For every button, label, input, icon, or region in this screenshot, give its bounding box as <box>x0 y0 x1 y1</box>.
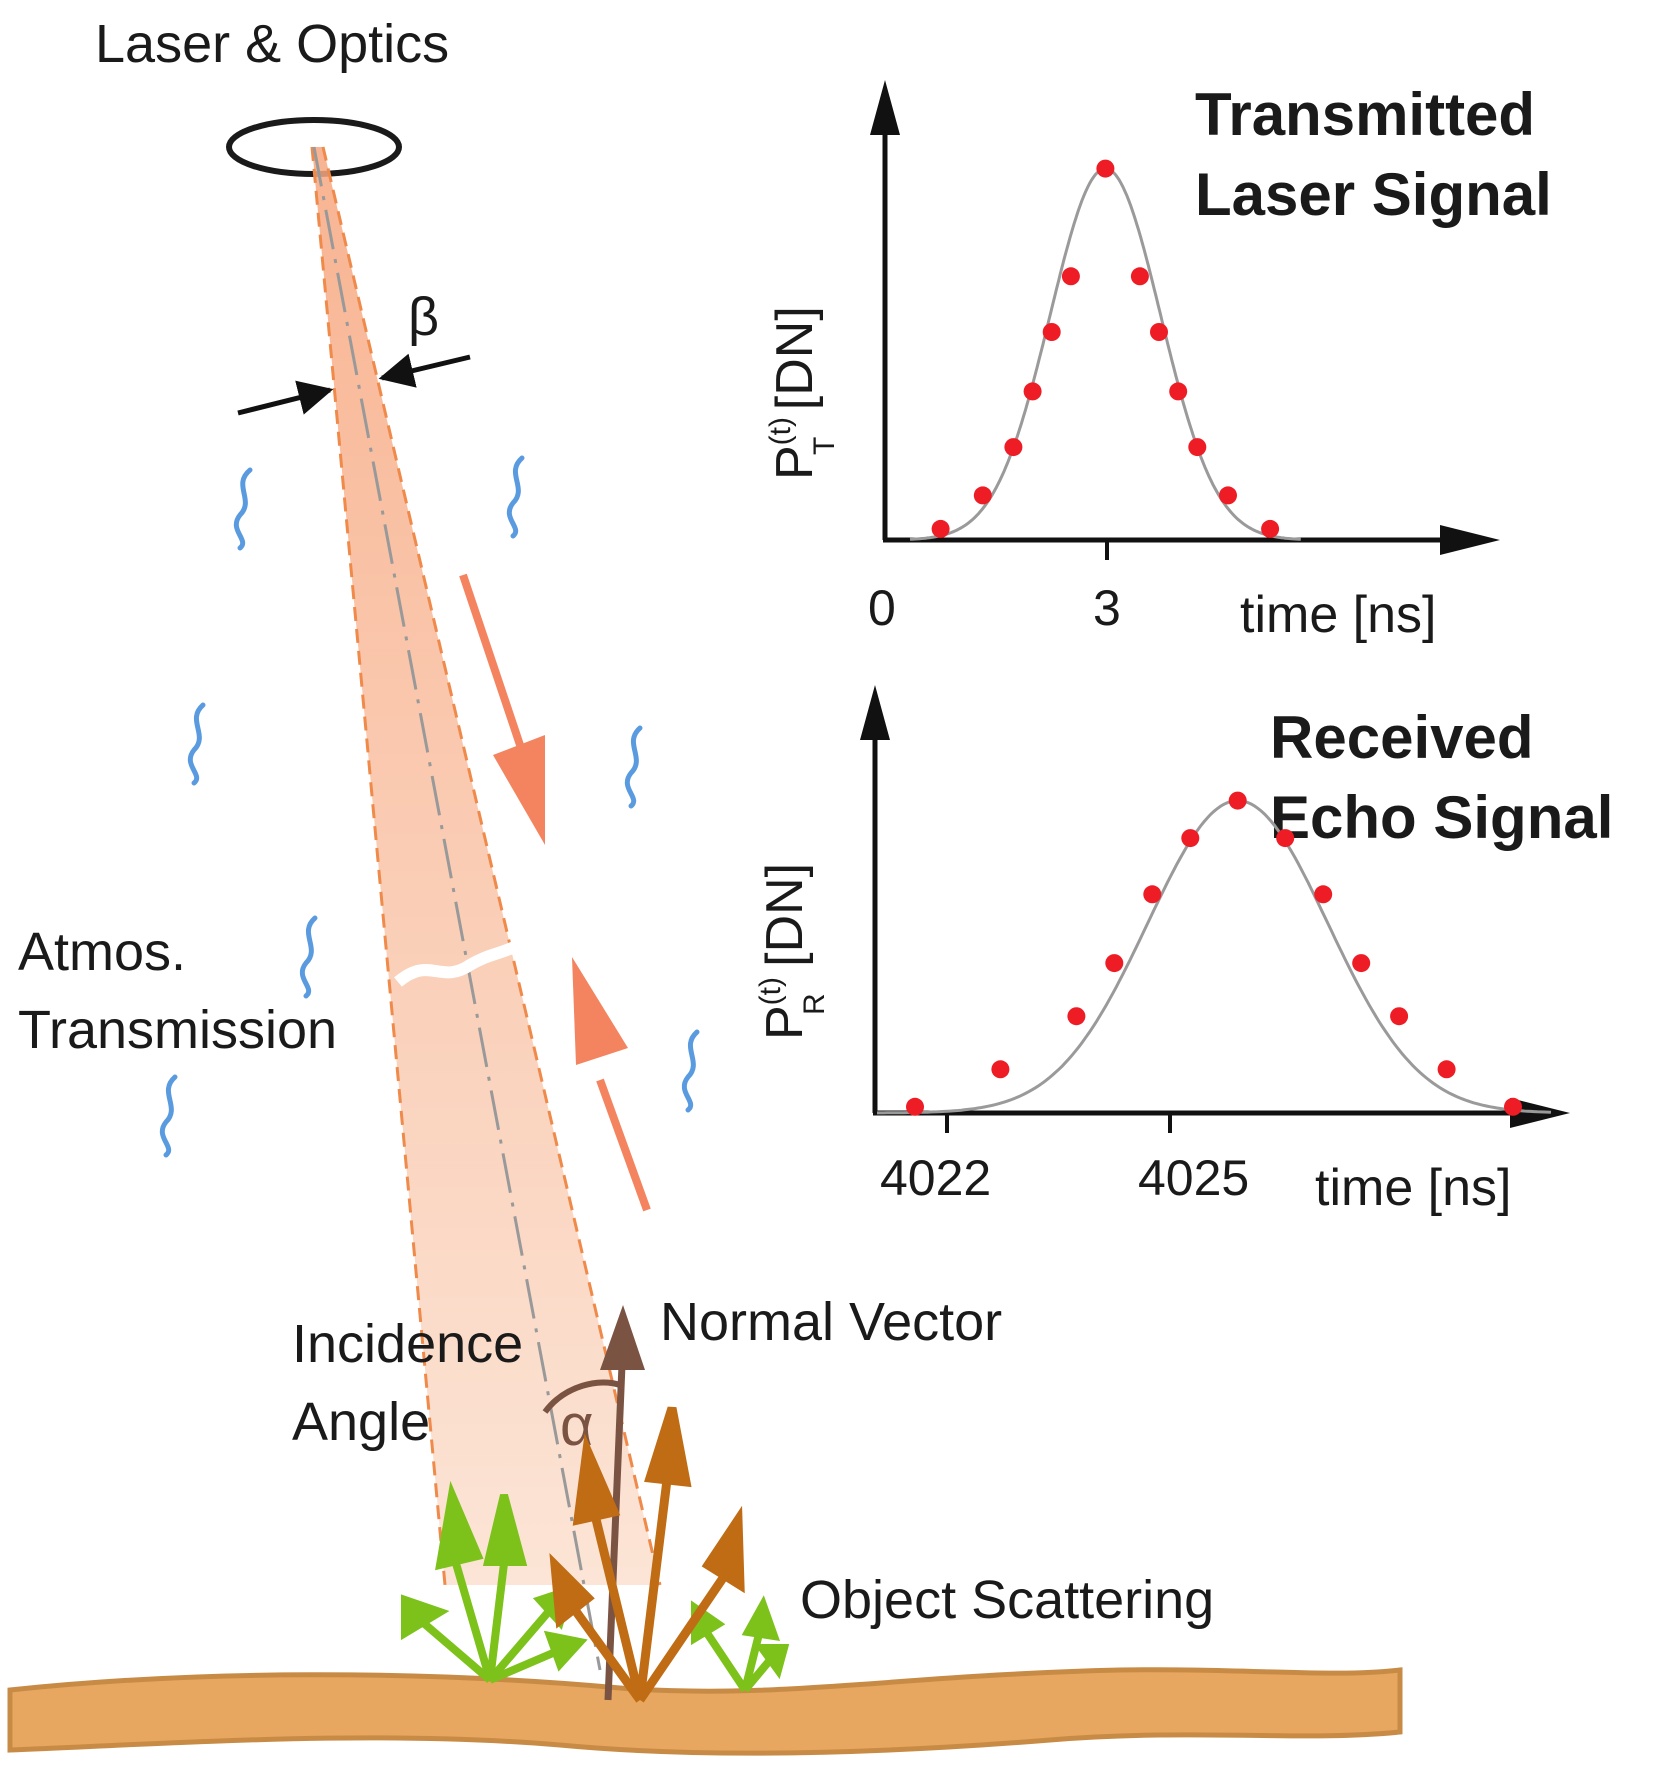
chart-title-line1: Transmitted <box>1195 81 1535 148</box>
x-axis-label: time [ns] <box>1240 586 1437 644</box>
chart-title-line1: Received <box>1270 704 1534 771</box>
data-point <box>1219 486 1237 505</box>
data-point <box>906 1097 924 1116</box>
beta-arrow-left <box>237 380 334 416</box>
data-point <box>1188 438 1207 457</box>
atmos-label-line1: Atmos. <box>18 922 186 982</box>
atmos-break <box>394 930 535 987</box>
chart-title-line2: Echo Signal <box>1270 784 1613 851</box>
turbulence-icon <box>233 467 253 551</box>
data-point <box>1352 954 1371 973</box>
x-tick-label-0: 4022 <box>880 1150 991 1206</box>
turbulence-icon <box>624 725 643 809</box>
data-point <box>1437 1060 1456 1079</box>
data-point <box>1276 829 1295 848</box>
x-tick-label-1: 4025 <box>1138 1150 1249 1206</box>
data-point <box>1042 323 1061 341</box>
data-point <box>1314 885 1333 904</box>
x-axis-label: time [ns] <box>1315 1159 1512 1217</box>
data-point <box>1067 1007 1086 1026</box>
turbulence-icon <box>506 455 525 539</box>
transmitted-signal-chart: Transmitted Laser Signal time [ns] 0 3 P… <box>764 80 1552 644</box>
data-point <box>1504 1097 1522 1116</box>
data-point <box>1143 885 1162 904</box>
data-point <box>1261 519 1280 538</box>
x-tick-label-1: 3 <box>1093 580 1121 636</box>
laser-beam <box>312 147 660 1585</box>
turbulence-icon <box>187 702 206 786</box>
turbulence-icons <box>159 455 700 1158</box>
data-point <box>1181 829 1200 848</box>
outgoing-pulse-arrow <box>459 573 545 845</box>
normal-vector-arrow <box>604 1364 626 1701</box>
y-axis-arrowhead <box>860 685 890 740</box>
data-point <box>1061 267 1080 286</box>
beta-label: β <box>408 287 439 347</box>
gaussian-fit-curve <box>877 799 1552 1115</box>
data-point <box>931 519 950 538</box>
data-point <box>1105 954 1124 973</box>
data-point <box>1169 382 1188 401</box>
svg-text:P(t)R [DN]: P(t)R [DN] <box>754 863 831 1040</box>
y-axis-label: P(t)R [DN] <box>754 863 831 1040</box>
data-point <box>1390 1007 1409 1026</box>
data-point <box>1150 323 1168 341</box>
data-point <box>1096 159 1115 178</box>
object-scattering-arrows <box>549 1406 745 1703</box>
object-scattering-label: Object Scattering <box>800 1570 1214 1630</box>
data-point <box>1130 267 1149 286</box>
received-echo-chart: Received Echo Signal time [ns] 4022 4025… <box>754 685 1613 1217</box>
atmos-label-line2: Transmission <box>18 1000 337 1060</box>
y-axis-label: P(t)T [DN] <box>764 306 841 480</box>
incidence-label-line2: Angle <box>292 1392 430 1452</box>
turbulence-icon <box>681 1029 700 1113</box>
vegetation-scatter <box>401 1480 790 1693</box>
x-tick-label-0: 0 <box>868 580 896 636</box>
x-axis-arrowhead <box>1440 525 1500 555</box>
data-point <box>973 486 992 505</box>
data-point <box>1023 382 1042 401</box>
data-point <box>1228 791 1247 810</box>
beam-center-axis <box>312 146 602 1671</box>
return-echo-arrow <box>572 957 651 1212</box>
turbulence-icon <box>299 915 318 999</box>
chart-title-line2: Laser Signal <box>1195 161 1552 228</box>
turbulence-icon <box>159 1074 178 1158</box>
incidence-angle-arc <box>542 1379 621 1414</box>
incidence-label-line1: Incidence <box>292 1314 523 1374</box>
ground-surface <box>7 1667 1403 1756</box>
normal-vector-head <box>600 1305 645 1370</box>
data-point <box>991 1060 1010 1079</box>
beta-arrow-right <box>378 353 471 388</box>
y-axis-arrowhead <box>870 80 900 135</box>
data-point <box>1004 438 1023 457</box>
laser-optics-label: Laser & Optics <box>95 14 449 74</box>
normal-vector-label: Normal Vector <box>660 1292 1002 1352</box>
svg-text:P(t)T [DN]: P(t)T [DN] <box>764 306 841 480</box>
